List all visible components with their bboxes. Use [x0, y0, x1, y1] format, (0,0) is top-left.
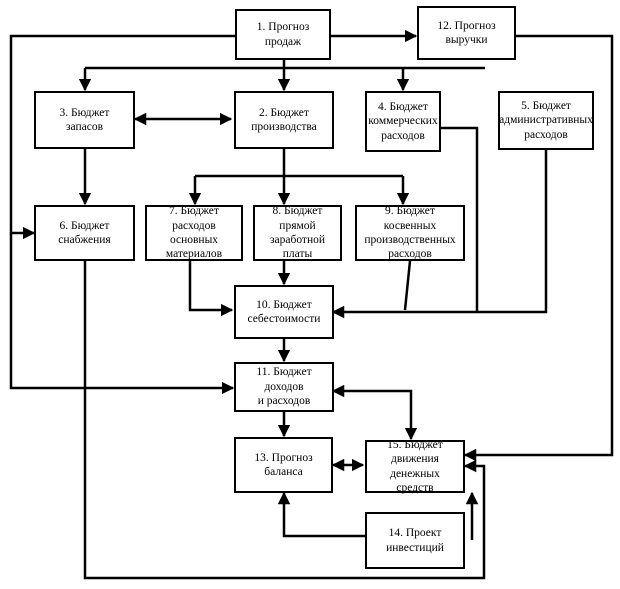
node-investment-project: 14. Проект инвестиций: [365, 512, 465, 569]
node-materials-budget: 7. Бюджет расходов основных материалов: [145, 205, 243, 261]
node-balance-forecast: 13. Прогноз баланса: [234, 437, 333, 493]
edge-12-to-15: [463, 34, 614, 462]
edge-5-to-10: [331, 150, 548, 319]
edge-1-to-6: [9, 34, 235, 240]
edge-branch-to-3: [85, 66, 485, 90]
edge-1-to-11: [9, 233, 235, 395]
node-revenue-forecast: 12. Прогноз выручки: [417, 6, 516, 60]
node-inventory-budget: 3. Бюджет запасов: [34, 91, 135, 149]
edge-2-to-7: [195, 174, 403, 204]
edge-4-to-10: [440, 126, 479, 312]
node-income-expenses-budget: 11. Бюджет доходов и расходов: [234, 362, 334, 412]
node-administrative-expenses-budget: 5. Бюджет административных расходов: [498, 91, 594, 150]
edge-11-15-bidirectional: [331, 384, 418, 441]
node-sales-forecast: 1. Прогноз продаж: [235, 9, 331, 60]
edge-6-to-15: [83, 261, 486, 580]
node-cash-flow-budget: 15. Бюджет движения денежных средств: [365, 439, 465, 494]
node-cost-budget: 10. Бюджет себестоимости: [234, 285, 334, 339]
node-commercial-expenses-budget: 4. Бюджет коммерческих расходов: [365, 91, 441, 152]
node-wages-budget: 8. Бюджет прямой заработной платы: [253, 205, 342, 261]
edge-7-to-10: [188, 261, 234, 317]
node-production-budget: 2. Бюджет производства: [234, 91, 334, 149]
edge-14-to-13: [277, 491, 365, 538]
node-indirect-costs-budget: 9. Бюджет косвенных производственных рас…: [355, 205, 465, 261]
node-procurement-budget: 6. Бюджет снабжения: [34, 205, 135, 261]
edge-9-to-10: [403, 260, 412, 311]
